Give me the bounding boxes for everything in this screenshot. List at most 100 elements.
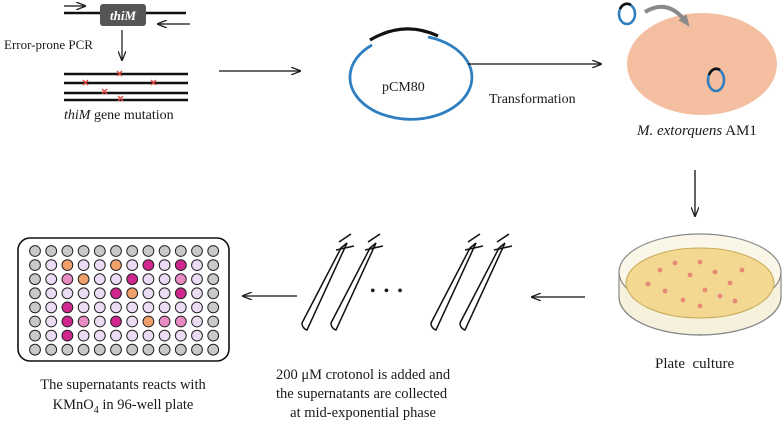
well-gray — [77, 343, 90, 356]
well-lavender — [93, 329, 106, 342]
well-lavender — [45, 329, 58, 342]
well-lavender — [191, 301, 203, 314]
well-gray — [29, 301, 41, 314]
well-lavender — [174, 301, 187, 314]
well-pink — [174, 315, 187, 328]
mutation-caption-gene: thiM — [64, 108, 91, 123]
well-lavender — [158, 329, 171, 342]
well-magenta — [110, 315, 122, 328]
well-lavender — [126, 315, 139, 328]
crotonol-line-1: 200 μM crotonol is added and — [276, 367, 451, 383]
well-orange — [110, 259, 122, 272]
well-lavender — [126, 259, 139, 272]
well-pink — [77, 315, 90, 328]
well-lavender — [93, 315, 106, 328]
well-gray — [207, 329, 220, 342]
well-gray — [61, 245, 74, 257]
well-lavender — [126, 329, 139, 342]
well-magenta — [110, 287, 122, 300]
well-gray — [29, 315, 41, 328]
well-lavender — [191, 273, 203, 286]
well-orange — [126, 287, 139, 300]
well-lavender — [191, 259, 203, 272]
well-magenta — [61, 329, 74, 342]
transformation-label: Transformation — [489, 92, 576, 107]
well-gray — [207, 315, 220, 328]
well-pink — [158, 315, 171, 328]
host-cell — [627, 13, 777, 115]
well-magenta — [142, 259, 155, 272]
well-magenta — [174, 287, 187, 300]
well-lavender — [45, 287, 58, 300]
well-gray — [126, 245, 139, 257]
assay-line-2: KMnO4 in 96-well plate — [0, 395, 246, 421]
well-gray — [29, 273, 41, 286]
plasmid-pcm80 — [348, 27, 474, 121]
crotonol-line-3: at mid-exponential phase — [290, 405, 436, 421]
well-lavender — [158, 259, 171, 272]
host-cell-group — [617, 2, 777, 115]
culture-tubes-left — [301, 233, 384, 331]
plasmid-label: pCM80 — [382, 80, 425, 95]
well-lavender — [142, 273, 155, 286]
well-lavender — [45, 301, 58, 314]
well-gray — [29, 287, 41, 300]
crotonol-line-2: the supernatants are collected — [276, 386, 448, 402]
well-orange — [77, 273, 90, 286]
well-lavender — [191, 315, 203, 328]
well-lavender — [77, 287, 90, 300]
mutation-caption-rest: gene mutation — [90, 108, 174, 123]
well-lavender — [77, 259, 90, 272]
well-lavender — [158, 287, 171, 300]
well-gray — [77, 245, 90, 257]
plasmid-backbone — [348, 35, 474, 121]
well-lavender — [158, 273, 171, 286]
well-gray — [45, 343, 58, 356]
well-lavender — [45, 259, 58, 272]
crotonol-caption: 200 μM crotonol is added and the superna… — [276, 366, 450, 423]
well-lavender — [142, 287, 155, 300]
well-lavender — [110, 273, 122, 286]
well-gray — [207, 301, 220, 314]
host-genus: M. extorquens — [637, 123, 723, 139]
well-lavender — [126, 301, 139, 314]
error-prone-pcr-label: Error-prone PCR — [4, 37, 93, 52]
well-gray — [29, 245, 41, 257]
mutation-marks — [82, 70, 157, 102]
well-lavender — [93, 287, 106, 300]
well-gray — [142, 245, 155, 257]
colonies — [645, 259, 745, 309]
well-lavender — [77, 329, 90, 342]
well-lavender — [77, 301, 90, 314]
insert-fragment — [369, 27, 439, 42]
well-gray — [45, 245, 58, 257]
host-label: M. extorquens AM1 — [637, 123, 757, 140]
host-strain: AM1 — [722, 123, 757, 139]
well-magenta — [174, 259, 187, 272]
well-lavender — [174, 329, 187, 342]
well-lavender — [110, 329, 122, 342]
well-lavender — [93, 259, 106, 272]
well-lavender — [45, 273, 58, 286]
well-pink — [174, 273, 187, 286]
thim-gene-label: thiM — [110, 8, 136, 23]
assay-line-1: The supernatants reacts with — [40, 377, 206, 393]
well-gray — [174, 343, 187, 356]
well-gray — [191, 245, 203, 257]
well-gray — [126, 343, 139, 356]
assay-line-2-rest: in 96-well plate — [98, 397, 194, 413]
well-gray — [207, 259, 220, 272]
well-gray — [29, 343, 41, 356]
mutation-caption: thiM gene mutation — [64, 108, 174, 124]
well-gray — [142, 343, 155, 356]
uptake-arrow — [643, 4, 690, 27]
well-orange — [142, 315, 155, 328]
well-lavender — [110, 301, 122, 314]
well-gray — [207, 273, 220, 286]
well-lavender — [191, 329, 203, 342]
well-gray — [207, 343, 220, 356]
well-lavender — [45, 315, 58, 328]
assay-caption: The supernatants reacts with KMnO4 in 96… — [0, 375, 246, 421]
